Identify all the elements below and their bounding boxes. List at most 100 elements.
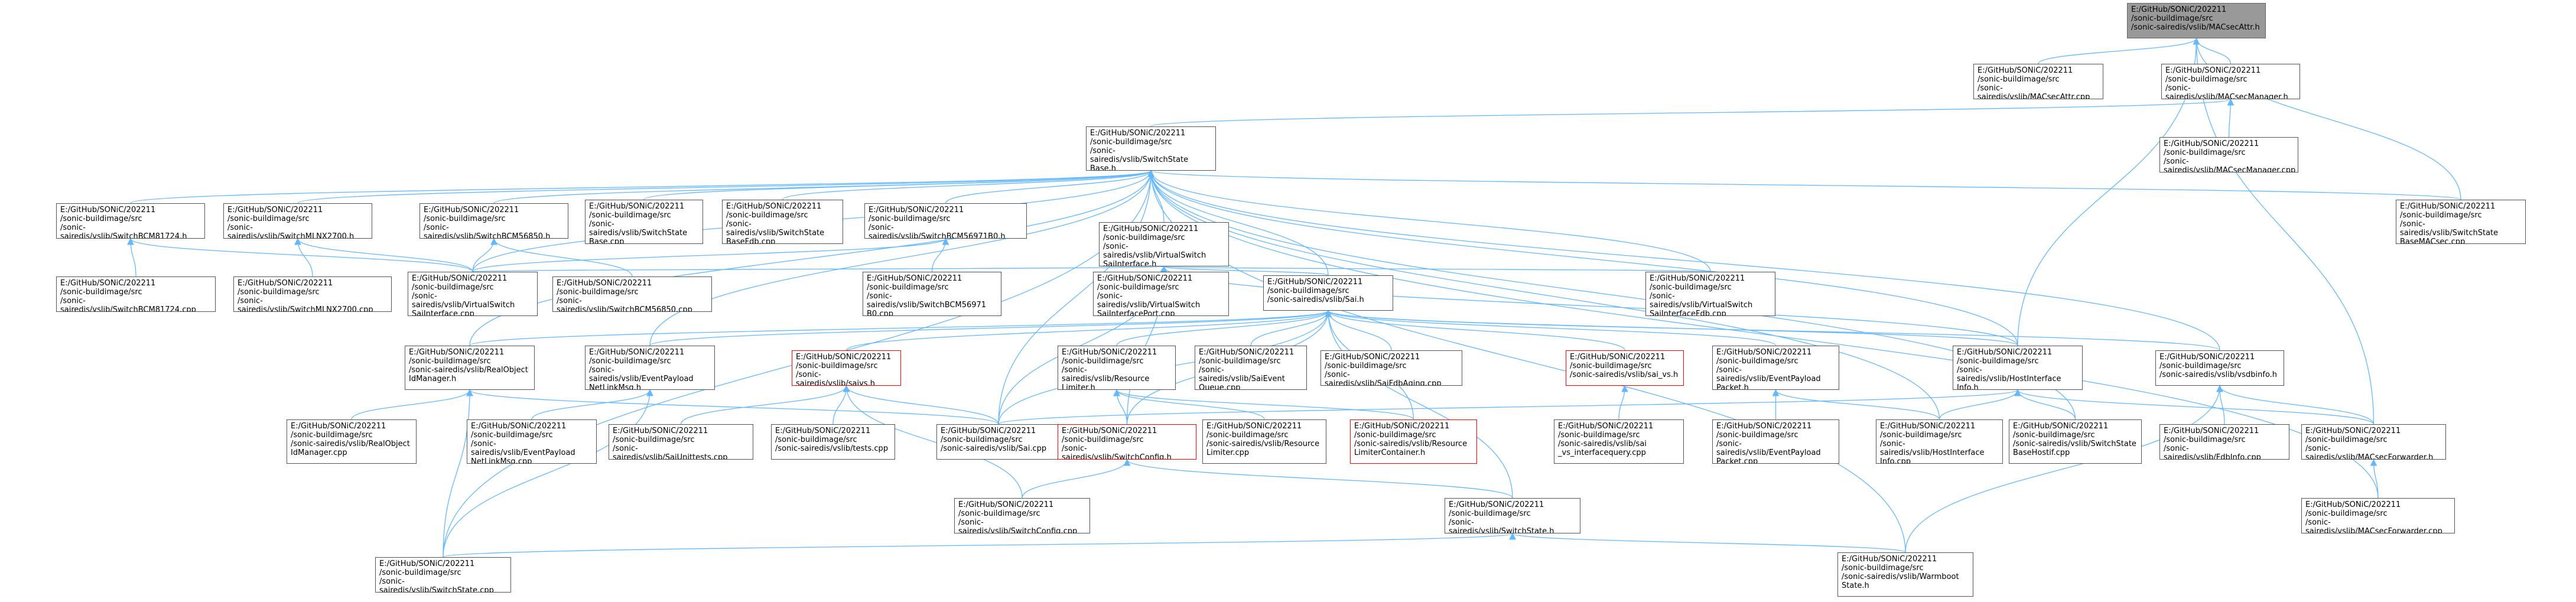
edge-switchconfig_cpp-to-saivs_h [843,385,1023,499]
edge-vsai_cpp-to-mlnx2700_h [294,237,473,272]
graph-node-evpacket-h[interactable]: E:/GitHub/SONiC/202211 /sonic-buildimage… [1712,346,1839,390]
graph-node-macsecmanager-h[interactable]: E:/GitHub/SONiC/202211 /sonic-buildimage… [2161,64,2300,99]
edge-switchconfig_cpp-to-switchconfig_h [1022,458,1131,499]
edge-warmboot_h-to-switchstate_h [1509,532,1906,553]
graph-node-warmboot-h[interactable]: E:/GitHub/SONiC/202211 /sonic-buildimage… [1837,552,1973,597]
graph-node-reslimiter-cpp[interactable]: E:/GitHub/SONiC/202211 /sonic-buildimage… [1202,419,1326,464]
graph-node-switchstate-cpp[interactable]: E:/GitHub/SONiC/202211 /sonic-buildimage… [375,557,511,593]
edge-vsai_cpp-to-bcm81724_h [127,237,473,272]
edge-reslimiter_h-to-sai_h [1116,310,1332,346]
graph-node-switchstatebase-h[interactable]: E:/GitHub/SONiC/202211 /sonic-buildimage… [1086,126,1216,171]
edge-macsecfwd_h-to-vsdbinfo_h [2216,385,2375,425]
graph-node-bcm81724-cpp[interactable]: E:/GitHub/SONiC/202211 /sonic-buildimage… [56,276,216,312]
edge-sai_h-to-switchstatebase_h [1147,170,1329,276]
graph-node-bcm56850-h[interactable]: E:/GitHub/SONiC/202211 /sonic-buildimage… [419,203,568,239]
edge-switchconfig_h-to-reslimiter_h [1113,389,1128,425]
graph-node-reslimiter-h[interactable]: E:/GitHub/SONiC/202211 /sonic-buildimage… [1058,346,1176,390]
edge-reslimcont_h-to-reslimiter_h [1113,389,1414,420]
graph-node-ssbase-cpp[interactable]: E:/GitHub/SONiC/202211 /sonic-buildimage… [585,200,703,244]
edge-switchstate_cpp-to-evnetlink_h [443,389,653,558]
edge-reslimiter_cpp-to-reslimiter_h [1113,389,1265,420]
graph-node-hostif-h[interactable]: E:/GitHub/SONiC/202211 /sonic-buildimage… [1953,346,2083,390]
graph-node-bcm56971b0-h[interactable]: E:/GitHub/SONiC/202211 /sonic-buildimage… [864,203,1027,239]
graph-node-switchstate-h[interactable]: E:/GitHub/SONiC/202211 /sonic-buildimage… [1445,498,1580,533]
graph-node-saivs-h[interactable]: E:/GitHub/SONiC/202211 /sonic-buildimage… [792,350,901,386]
graph-node-evnetlink-h[interactable]: E:/GitHub/SONiC/202211 /sonic-buildimage… [585,346,715,390]
edge-sai_cpp-to-hostif_h [998,389,2021,425]
graph-node-vsai-h[interactable]: E:/GitHub/SONiC/202211 /sonic-buildimage… [1099,222,1229,266]
graph-node-vsaiport-cpp[interactable]: E:/GitHub/SONiC/202211 /sonic-buildimage… [1093,272,1229,316]
graph-node-sai-h[interactable]: E:/GitHub/SONiC/202211 /sonic-buildimage… [1263,275,1393,311]
graph-node-macsecattr-h[interactable]: E:/GitHub/SONiC/202211 /sonic-buildimage… [2127,3,2266,38]
edge-switchstate_h-to-sai_h [1325,310,1513,499]
edge-ssbasemacsec_cpp-to-switchstatebase_h [1148,170,2461,200]
graph-node-hostif-cpp[interactable]: E:/GitHub/SONiC/202211 /sonic-buildimage… [1876,419,2003,464]
graph-node-macsecattr-cpp[interactable]: E:/GitHub/SONiC/202211 /sonic-buildimage… [1973,64,2103,99]
edge-evnetlink_h-to-switchstatebase_h [649,170,1154,346]
edge-mlnx2700_h-to-switchstatebase_h [297,170,1154,204]
edge-hostif_h-to-switchstatebase_h [1147,170,2018,346]
edge-hostif_cpp-to-switchstatebase_h [1147,170,1940,420]
graph-node-evnetlink-cpp[interactable]: E:/GitHub/SONiC/202211 /sonic-buildimage… [467,419,597,464]
graph-node-tests-cpp[interactable]: E:/GitHub/SONiC/202211 /sonic-buildimage… [771,424,895,460]
graph-node-realobj-cpp[interactable]: E:/GitHub/SONiC/202211 /sonic-buildimage… [287,419,417,464]
graph-node-switchconfig-cpp[interactable]: E:/GitHub/SONiC/202211 /sonic-buildimage… [954,498,1090,533]
graph-node-saivsif-cpp[interactable]: E:/GitHub/SONiC/202211 /sonic-buildimage… [1554,419,1684,464]
edge-bcm56971b0_h-to-switchstatebase_h [945,170,1154,204]
edge-switchstate_h-to-switchconfig_h [1123,458,1513,499]
edge-sai_cpp-to-switchstatebase_h [998,170,1154,425]
graph-node-saivs-vs-h[interactable]: E:/GitHub/SONiC/202211 /sonic-buildimage… [1566,350,1684,386]
graph-node-macsecmanager-cpp[interactable]: E:/GitHub/SONiC/202211 /sonic-buildimage… [2159,137,2298,173]
edge-ssbase_cpp-to-switchstatebase_h [643,170,1154,200]
graph-node-realobj-h[interactable]: E:/GitHub/SONiC/202211 /sonic-buildimage… [405,346,535,390]
edge-vsdbinfo_h-to-sai_h [1325,310,2220,351]
edge-vsdbinfo_h-to-switchstatebase_h [1147,170,2220,351]
graph-node-sai-cpp[interactable]: E:/GitHub/SONiC/202211 /sonic-buildimage… [936,424,1061,460]
edge-saivsif_cpp-to-saivs_vs_h [1618,385,1628,420]
edge-sai_h-to-vsai_h [1160,265,1329,276]
graph-node-macsecfwd-cpp[interactable]: E:/GitHub/SONiC/202211 /sonic-buildimage… [2301,498,2455,533]
edge-vsai_cpp-to-bcm56971b0_h [472,237,949,272]
edge-sai_cpp-to-realobj_h [466,389,999,425]
graph-node-reslimcont-h[interactable]: E:/GitHub/SONiC/202211 /sonic-buildimage… [1350,419,1477,464]
edge-evnetlink_h-to-sai_h [649,310,1332,346]
edge-macsecfwd_cpp-to-macsecfwd_h [2370,458,2379,499]
graph-node-saiunittests-cpp[interactable]: E:/GitHub/SONiC/202211 /sonic-buildimage… [609,424,753,460]
edge-realobj_h-to-sai_h [469,310,1332,346]
graph-node-mlnx2700-cpp[interactable]: E:/GitHub/SONiC/202211 /sonic-buildimage… [233,276,392,312]
graph-node-macsecfwd-h[interactable]: E:/GitHub/SONiC/202211 /sonic-buildimage… [2301,424,2446,460]
edge-macsecmanager_cpp-to-macsecmanager_h [2227,98,2235,138]
edge-realobj_cpp-to-realobj_h [351,389,473,420]
graph-node-vsai-cpp[interactable]: E:/GitHub/SONiC/202211 /sonic-buildimage… [408,272,538,316]
edge-vsai_cpp-to-vsai_h [472,265,1166,274]
graph-node-ssbasehostif-cpp[interactable]: E:/GitHub/SONiC/202211 /sonic-buildimage… [2009,419,2142,464]
edge-switchstate_cpp-to-realobj_h [443,389,473,558]
edge-macsecfwd_h-to-hostif_h [2014,389,2375,425]
graph-node-saievq-cpp[interactable]: E:/GitHub/SONiC/202211 /sonic-buildimage… [1195,346,1307,390]
graph-node-evpacket-cpp[interactable]: E:/GitHub/SONiC/202211 /sonic-buildimage… [1712,419,1839,464]
edge-evnetlink_cpp-to-evnetlink_h [531,389,653,420]
graph-node-ssbasemacsec-cpp[interactable]: E:/GitHub/SONiC/202211 /sonic-buildimage… [2396,200,2526,244]
edge-vsaifdb_cpp-to-switchstatebase_h [1147,170,1711,272]
edge-warmboot_h-to-vsdbinfo_h [1905,385,2223,553]
graph-node-saifdbaging-cpp[interactable]: E:/GitHub/SONiC/202211 /sonic-buildimage… [1320,350,1462,386]
edge-macsecattr_cpp-to-macsecattr_h [2038,37,2200,64]
graph-node-vsdbinfo-h[interactable]: E:/GitHub/SONiC/202211 /sonic-buildimage… [2155,350,2284,386]
edge-evpacket_h-to-sai_h [1325,310,1777,346]
graph-node-bcm56971b0-cpp[interactable]: E:/GitHub/SONiC/202211 /sonic-buildimage… [863,272,1001,316]
graph-node-ssbasefdb-cpp[interactable]: E:/GitHub/SONiC/202211 /sonic-buildimage… [722,200,843,244]
edge-switchstatebase_h-to-macsecmanager_h [1150,98,2234,127]
edge-macsecfwd_h-to-macsecattr_h [2193,37,2375,425]
graph-node-vsaifdb-cpp[interactable]: E:/GitHub/SONiC/202211 /sonic-buildimage… [1645,272,1775,316]
edge-vsai_cpp-to-bcm56850_h [472,237,497,272]
graph-node-mlnx2700-h[interactable]: E:/GitHub/SONiC/202211 /sonic-buildimage… [223,203,372,239]
edge-macsecfwd_cpp-to-switchstatebase_h [1147,170,2379,499]
edge-ssbasefdb_cpp-to-switchstatebase_h [782,170,1154,200]
graph-node-switchconfig-h[interactable]: E:/GitHub/SONiC/202211 /sonic-buildimage… [1058,424,1196,460]
edge-switchstate_cpp-to-switchstate_h [443,532,1515,558]
graph-node-bcm81724-h[interactable]: E:/GitHub/SONiC/202211 /sonic-buildimage… [56,203,205,239]
graph-node-bcm56850-cpp[interactable]: E:/GitHub/SONiC/202211 /sonic-buildimage… [552,276,712,312]
graph-node-fdbinfo-cpp[interactable]: E:/GitHub/SONiC/202211 /sonic-buildimage… [2159,424,2289,460]
